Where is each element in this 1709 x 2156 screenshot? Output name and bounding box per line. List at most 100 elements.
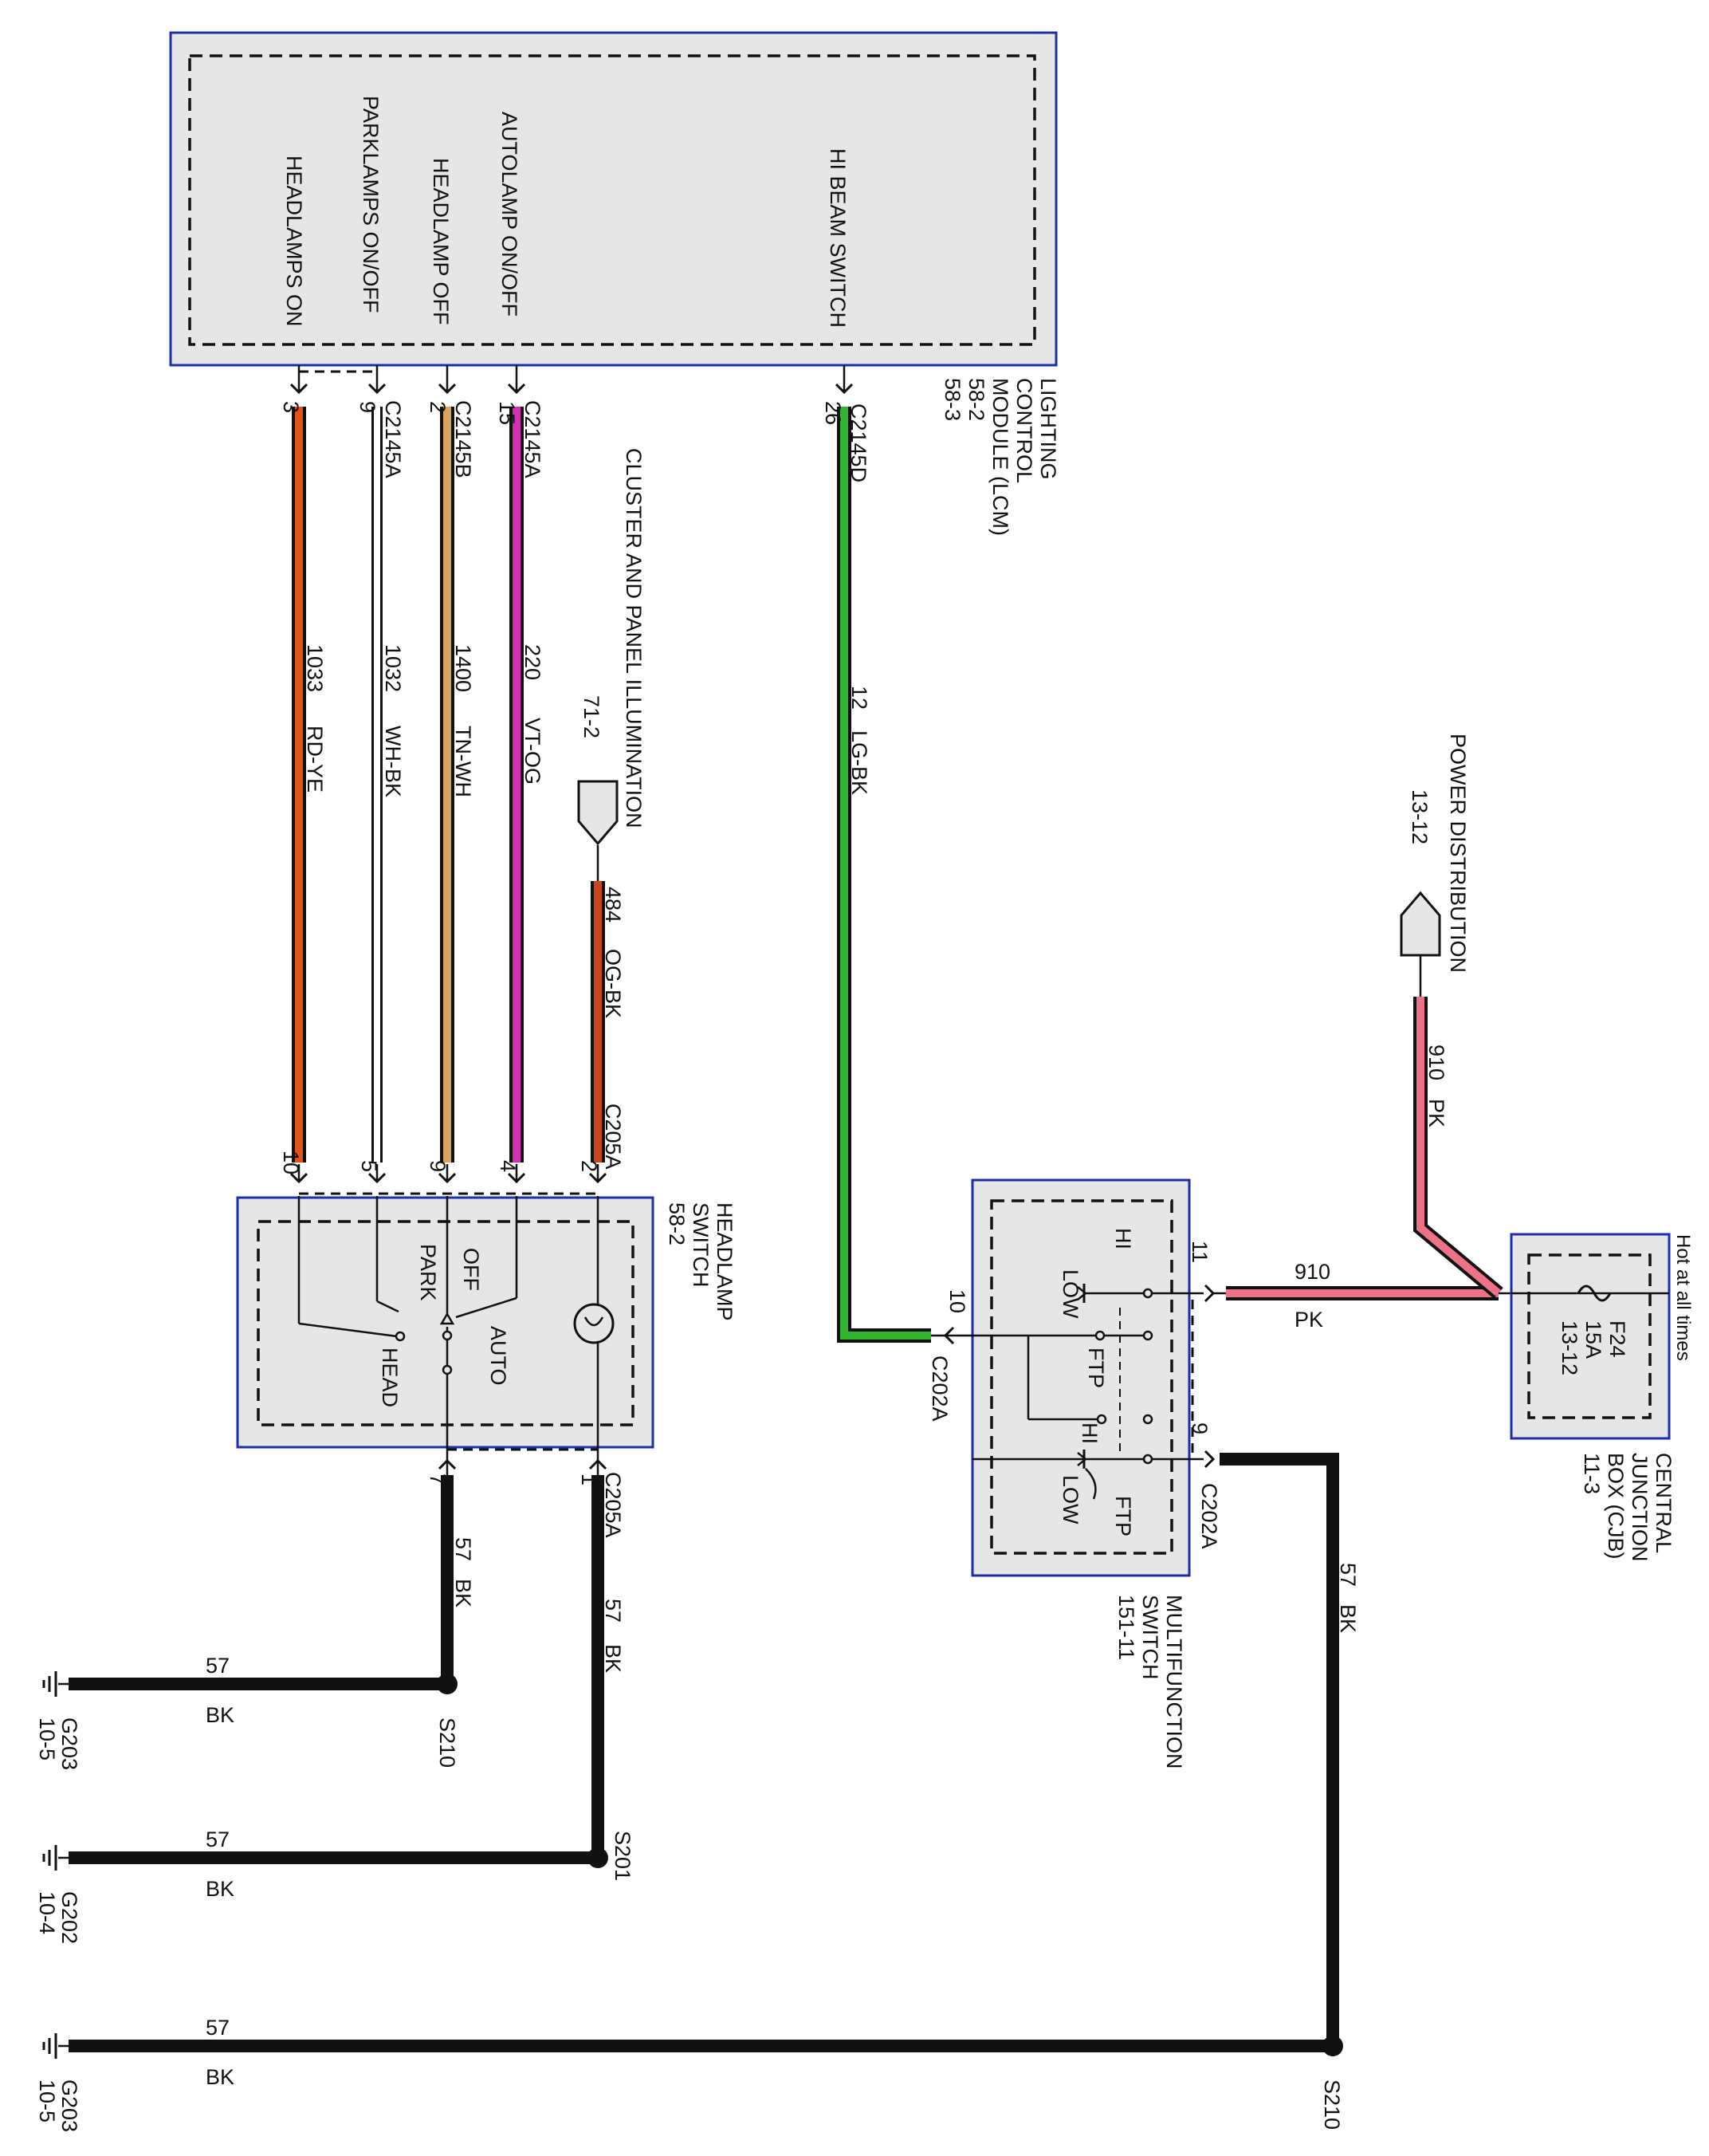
wire910-circuit: 910 [1295,1260,1330,1284]
wire-1033-color-code: RD-YE [303,726,327,793]
cjb-title: CENTRAL JUNCTION BOX (CJB) 11-3 [1580,1453,1676,1562]
illumination-lamp-icon [573,1303,615,1344]
wire-220: C2145A 15 220 VT-OG 4 [495,400,544,1172]
wire-57-c-circuit: 57 [1336,1563,1360,1587]
mfs-title-line-1: MULTIFUNCTION [1162,1595,1186,1768]
g3-splice: S210 [1320,2079,1344,2130]
ground-wire-57-c: 57 BK [1220,1453,1360,2046]
headlamp-switch-title-line-1: HEADLAMP [713,1202,737,1321]
mfs-pin-left: 10 [945,1289,969,1313]
g3-circuit: 57 [206,2016,230,2040]
g1-ref: 10-5 [35,1717,59,1761]
cjb-hot-label: Hot at all times [1672,1234,1694,1361]
wire-12-pin-top: 26 [821,401,845,425]
wire-12-circuit: 12 [847,686,871,710]
g2-color-code: BK [206,1877,234,1901]
cjb-title-line-1: CENTRAL [1652,1453,1676,1553]
cjb-fuse-line-1: F24 [1605,1320,1629,1358]
ground-g202: 57 BK S201 G202 10-4 [35,1827,634,1944]
ground-wire-57-a: 57 BK [441,1475,475,1684]
lcm-autolamp-label: AUTOLAMP ON/OFF [497,112,521,317]
g2-ground: G202 [57,1891,81,1944]
cluster-connector-icon [577,780,619,846]
power-color-code: PK [1424,1099,1448,1127]
power-label: POWER DISTRIBUTION [1446,734,1470,973]
cluster-label: CLUSTER AND PANEL ILLUMINATION [622,448,646,828]
mfs-pin-11: 11 [1188,1241,1212,1263]
mfs-low-label-2: LOW [1059,1475,1082,1525]
cjb-title-line-2: JUNCTION [1628,1453,1652,1562]
cjb-title-line-3: BOX (CJB) [1604,1453,1628,1560]
lighting-control-module: LIGHTING CONTROL MODULE (LCM) 58-2 58-3 … [169,31,1060,536]
wire-220-connector: C2145A [521,400,544,478]
wire-12-connector: C2145D [847,403,870,482]
wire-57-b-color-code: BK [601,1644,625,1673]
mfs-pin-9: 9 [1188,1422,1212,1434]
mfs-hi-label-2: HI [1078,1422,1102,1444]
mfs-low-label-1: LOW [1059,1269,1082,1319]
wire-1400-circuit: 1400 [451,644,475,692]
mfs-connector-left: C202A [928,1355,952,1422]
wire-1400: C2145B 2 1400 TN-WH 9 [426,400,475,1172]
wire-220-pin-bottom: 4 [496,1160,520,1172]
mfs-hi-label-1: HI [1111,1228,1135,1249]
lcm-title-line-5: 58-3 [941,378,965,421]
wire-1032-pin-top: 9 [356,401,379,413]
wire-12: C2145D 26 12 LG-BK [821,401,949,1343]
g2-splice: S201 [611,1831,634,1881]
wire-1032-circuit: 1032 [381,644,405,692]
power-distribution: POWER DISTRIBUTION 13-12 910 PK [1400,734,1503,1299]
cjb-fuse-line-3: 13-12 [1558,1320,1581,1375]
g2-circuit: 57 [206,1827,230,1851]
mfs-title-line-2: SWITCH [1138,1595,1162,1679]
g1-ground: G203 [57,1717,81,1770]
power-ref: 13-12 [1408,789,1432,844]
wire-220-circuit: 220 [521,644,544,680]
wire-1032: C2145A 9 1032 WH-BK 5 [356,400,405,1172]
wire-910-pk-horizontal: 910 PK [1213,1260,1499,1332]
wire-484-circuit: 484 [601,887,625,923]
ground-wire-57-b: 57 BK [591,1475,625,1851]
headlamp-switch-bottom-connector: C205A [601,1472,625,1538]
lcm-title-line-3: MODULE (LCM) [988,378,1012,536]
wire-1033: 3 1033 RD-YE 10 [279,401,327,1174]
lcm-headlamp-off-label: HEADLAMP OFF [429,158,453,325]
g1-circuit: 57 [206,1654,230,1678]
position-off-label: OFF [459,1248,483,1291]
g1-color-code: BK [206,1703,234,1727]
wire-484-pin-bottom: 2 [577,1160,601,1172]
g3-ground: G203 [57,2079,81,2132]
g2-ref: 10-4 [35,1891,59,1934]
cluster-panel-illumination: CLUSTER AND PANEL ILLUMINATION 71-2 [577,448,646,846]
wire-484-color-code: OG-BK [601,949,625,1018]
lcm-hi-beam-label: HI BEAM SWITCH [826,148,850,328]
wire910-color-code: PK [1295,1308,1323,1332]
headlamp-switch-title-line-3: 58-2 [665,1202,689,1245]
mfs-title-line-3: 151-11 [1114,1595,1138,1660]
wire-1032-pin-bottom: 5 [357,1160,381,1172]
lcm-headlamps-on-label: HEADLAMPS ON [282,155,306,327]
mfs-ftp-label-1: FTP [1084,1348,1108,1388]
headlamp-switch-title: HEADLAMP SWITCH 58-2 [665,1202,737,1321]
ground-g203-upper: 57 BK S210 G203 10-5 [35,1654,459,1770]
wire-1033-pin-top: 3 [279,401,303,413]
lcm-title: LIGHTING CONTROL MODULE (LCM) 58-2 58-3 [941,378,1060,536]
lcm-title-line-4: 58-2 [965,378,988,421]
lcm-title-line-2: CONTROL [1012,378,1036,483]
cluster-ref: 71-2 [579,695,603,738]
wire-57-a-circuit: 57 [451,1537,475,1561]
wire-220-color-code: VT-OG [521,718,544,785]
wire-12-color-code: LG-BK [847,730,871,795]
wire-57-c-color-code: BK [1336,1604,1360,1633]
wire-1400-connector: C2145B [451,400,475,478]
wire-1033-circuit: 1033 [303,644,327,692]
wire-484: 484 OG-BK C205A 2 [577,845,625,1172]
headlamp-switch-title-line-2: SWITCH [689,1202,713,1287]
headlamp-switch: HEADLAMP SWITCH 58-2 OFF PARK AUTO HEAD [236,1164,737,1538]
wire-484-connector: C205A [601,1104,625,1170]
position-auto-label: AUTO [486,1326,510,1386]
fuse-icon [1577,1285,1612,1302]
lcm-title-line-1: LIGHTING [1036,378,1060,480]
lcm-parklamps-label: PARKLAMPS ON/OFF [359,96,383,313]
